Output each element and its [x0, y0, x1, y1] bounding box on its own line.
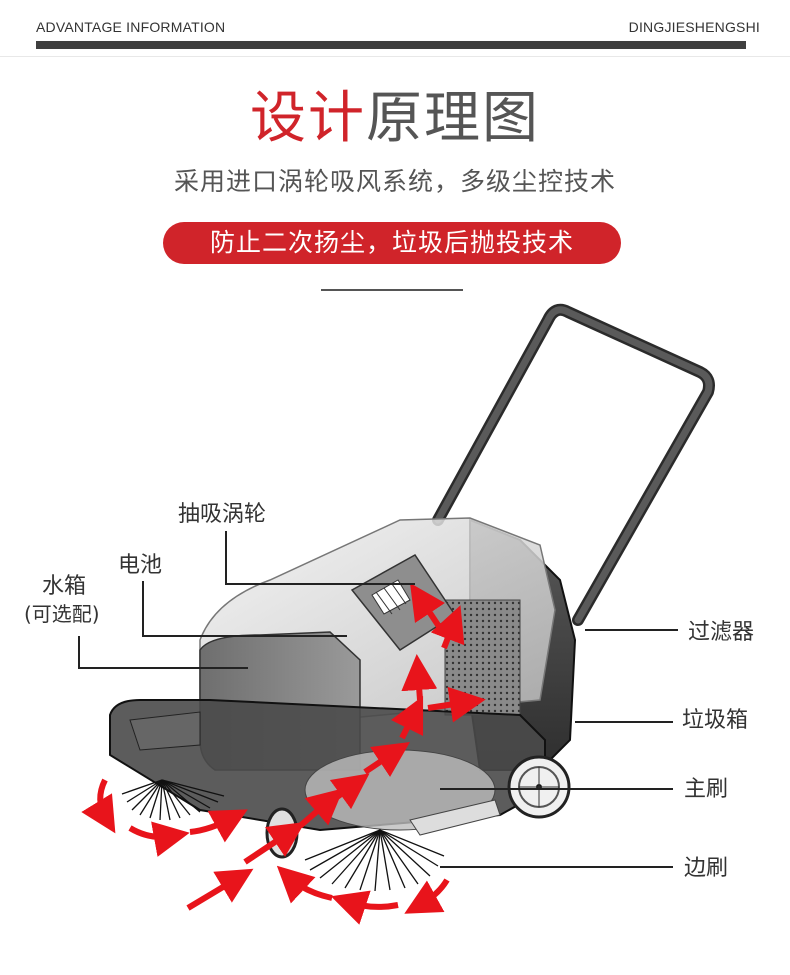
header-bar: ADVANTAGE INFORMATION DINGJIESHENGSHI — [0, 0, 790, 56]
page-title: 设计原理图 — [0, 84, 790, 154]
label-water-tank-note: (可选配) — [24, 602, 100, 626]
label-turbine: 抽吸涡轮 — [178, 502, 267, 527]
right-side-brush — [304, 829, 445, 892]
brush-plate — [409, 799, 501, 836]
label-side-brush: 边刷 — [684, 856, 729, 881]
title-red-part: 设计 — [250, 86, 366, 151]
header-right-text: DINGJIESHENGSHI — [628, 19, 760, 35]
leader-filter — [585, 629, 678, 631]
front-caster — [265, 807, 299, 859]
leader-turbine-h — [225, 583, 415, 585]
label-battery: 电池 — [118, 553, 163, 578]
label-dust-bin: 垃圾箱 — [682, 708, 749, 733]
header-rule — [36, 41, 746, 49]
leader-water-tank-h — [78, 667, 248, 669]
label-main-brush: 主刷 — [684, 777, 729, 802]
page-divider — [0, 56, 790, 57]
turbine-plate — [350, 554, 457, 651]
highlight-pill: 防止二次扬尘，垃圾后抛投技术 — [163, 222, 621, 264]
leader-battery-v — [142, 581, 144, 636]
leader-dust-bin — [575, 721, 673, 723]
label-water-tank: 水箱 — [42, 574, 87, 599]
left-side-brush — [121, 779, 225, 821]
label-filter: 过滤器 — [688, 620, 755, 645]
leader-water-tank-v — [78, 636, 80, 668]
airflow-arrows — [81, 583, 486, 925]
leader-turbine-v — [225, 531, 227, 584]
rear-wheel — [507, 755, 571, 819]
handle — [432, 303, 715, 626]
filter-mesh — [444, 599, 521, 716]
section-rule — [321, 289, 463, 291]
header-left-text: ADVANTAGE INFORMATION — [36, 19, 226, 35]
title-gray-part: 原理图 — [366, 86, 540, 151]
sweeper-diagram — [81, 303, 715, 925]
leader-battery-h — [142, 635, 347, 637]
subtitle: 采用进口涡轮吸风系统，多级尘控技术 — [173, 167, 616, 196]
leader-main-brush — [440, 788, 673, 790]
leader-side-brush — [440, 866, 673, 868]
